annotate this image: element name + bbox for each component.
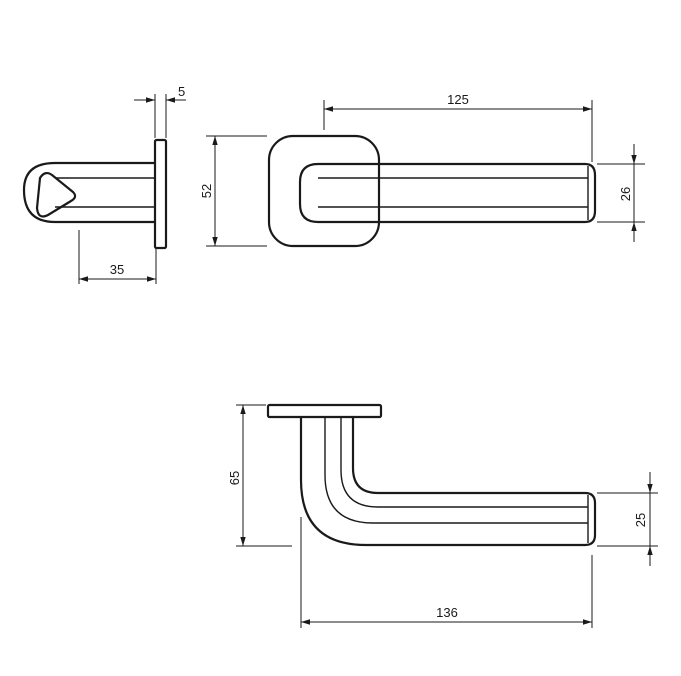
dim-grip-thickness: 25 [597,472,658,566]
front-rose [267,134,381,248]
top-rose-plate [266,403,383,419]
side-triangle-profile [35,171,77,218]
dim-lever-length-label: 125 [447,92,469,107]
dim-rose-size-label: 52 [199,184,214,198]
front-lever-neck [298,162,381,224]
dim-overall-length: 136 [300,517,593,628]
dim-overall-height: 65 [227,404,292,547]
side-view: 35 5 [22,84,186,284]
top-lever-body [299,415,597,547]
dim-rose-thickness-label: 5 [178,84,185,99]
dim-rose-thickness: 5 [134,84,186,138]
dim-overall-height-label: 65 [227,471,242,485]
dim-lever-length: 125 [323,92,593,162]
dim-overall-length-label: 136 [436,605,458,620]
dim-grip-height: 26 [597,144,645,242]
side-shank [22,161,157,224]
dim-projection: 35 [78,230,157,284]
top-view: 65 25 136 [227,403,658,628]
front-view: 52 125 26 [199,92,645,248]
dim-grip-thickness-label: 25 [633,513,648,527]
side-rose-plate [153,138,168,250]
dim-grip-height-label: 26 [618,187,633,201]
front-lever-grip [377,162,597,224]
dim-projection-label: 35 [110,262,124,277]
dim-rose-size: 52 [199,135,267,247]
